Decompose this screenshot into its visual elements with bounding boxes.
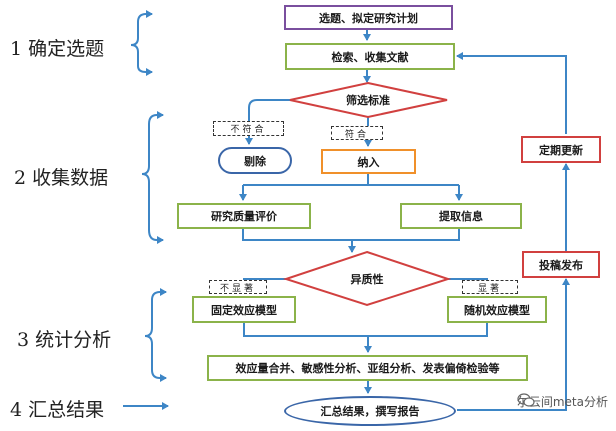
screen-diamond [289,81,448,119]
analysis-box: 效应量合并、敏感性分析、亚组分析、发表偏倚检验等 [207,355,528,381]
stage-label-4: 4 汇总结果 [10,399,105,421]
fixed-model-box: 固定效应模型 [192,296,296,323]
stage-label-2: 2 收集数据 [14,167,109,189]
search-box: 检索、收集文献 [285,43,455,70]
wechat-icon [517,393,535,407]
stage-label-3: 3 统计分析 [17,329,112,351]
exclude-box: 剔除 [218,147,292,174]
random-model-box: 随机效应模型 [447,296,547,323]
screen-label: 筛选标准 [346,94,390,107]
quality-box: 研究质量评价 [177,203,311,229]
heterogeneity-diamond [282,250,452,307]
topic-box: 选题、拟定研究计划 [284,5,453,30]
connector-models-merge [243,323,488,352]
connector-screen-exclude [245,99,291,145]
connector-summary-submit [457,278,570,411]
connector-update-search [456,52,567,134]
tag-met: 符合 [331,126,383,140]
submit-box: 投稿发布 [522,251,600,278]
stage-label-1: 1 确定选题 [10,38,105,60]
extract-box: 提取信息 [400,203,522,229]
stage-brace-3 [144,288,167,382]
tag-not-significant: 不显著 [209,280,267,294]
stage-brace-1 [130,10,153,76]
watermark-text: 尔云间meta分析 [516,395,608,409]
include-box: 纳入 [321,149,416,174]
tag-not-met: 不符合 [213,121,284,136]
watermark: 尔云间meta分析 [517,393,608,410]
stage-brace-2 [141,111,164,244]
summary-box: 汇总结果，撰写报告 [284,396,456,426]
connector-merge [242,229,460,252]
tag-significant: 显著 [462,280,518,294]
connector-include-split [243,173,459,186]
update-box: 定期更新 [521,136,601,163]
heterogeneity-label: 异质性 [350,273,384,286]
